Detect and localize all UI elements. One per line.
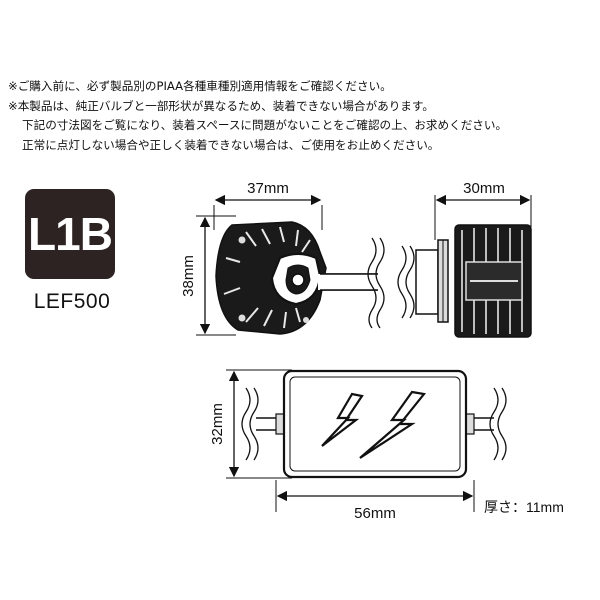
note-line-2: ※本製品は、純正バルブと一部形状が異なるため、装着できない場合があります。: [8, 98, 434, 113]
driver-box-view: 32mm 56mm 厚さ：11mm: [209, 369, 564, 522]
box-height-label: 32mm: [209, 403, 226, 445]
front-height-label: 38mm: [180, 255, 197, 297]
thickness-label: 厚さ：11mm: [484, 499, 564, 515]
box-width-label: 56mm: [354, 505, 396, 522]
note-line-4: 正常に点灯しない場合や正しく装着できない場合は、ご使用をお止めください。: [22, 137, 440, 152]
model-number: LEF500: [33, 290, 111, 313]
bulb-type-badge: L1B: [25, 189, 115, 279]
side-view: 30mm: [397, 180, 532, 338]
notes-block: ※ご購入前に、必ず製品別のPIAA各種車種別適用情報をご確認ください。 ※本製品…: [8, 77, 598, 155]
side-depth-label: 30mm: [463, 180, 505, 197]
front-width-label: 37mm: [247, 180, 289, 197]
note-line-3: 下記の寸法図をご覧になり、装着スペースに問題がないことをご確認の上、お求めくださ…: [22, 118, 508, 132]
note-line-1: ※ご購入前に、必ず製品別のPIAA各種車種別適用情報をご確認ください。: [8, 79, 392, 93]
lightning-icon: [321, 390, 427, 459]
front-view: 37mm 38mm: [180, 180, 385, 336]
